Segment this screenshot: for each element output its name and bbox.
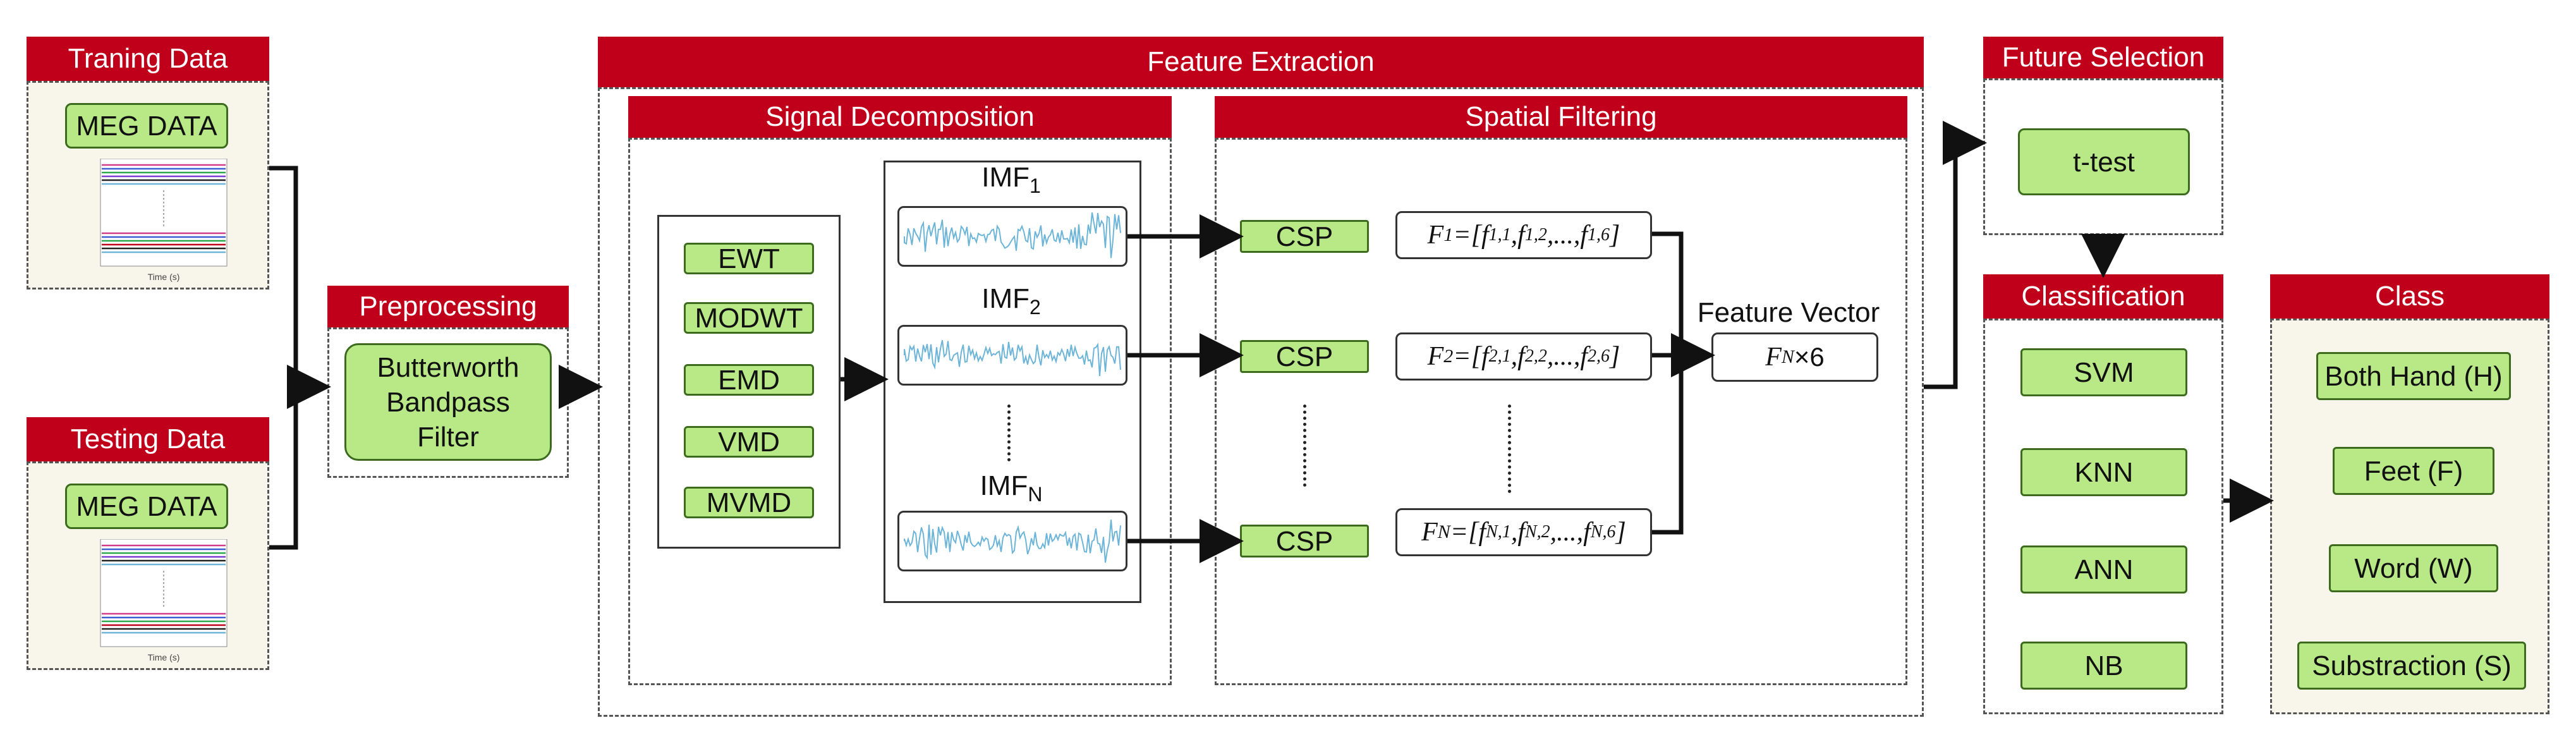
imf-2-label: IMF2 [981,283,1041,319]
imf-2-signal [897,325,1127,386]
imf-2-waveform [904,339,1121,376]
training-data-header: Traning Data [27,37,269,81]
class-substraction: Substraction (S) [2297,642,2526,690]
training-data-panel: MEG DATA Time (s) [27,81,269,289]
spatial-filtering-panel [1215,138,1907,685]
method-modwt: MODWT [684,302,814,334]
imf-ellipsis [1007,405,1011,461]
testing-data-panel: MEG DATA Time (s) [27,461,269,670]
classification-panel: SVM KNN ANN NB [1983,319,2223,714]
signal-decomposition-panel [628,138,1172,685]
feature-vector-label: Feature Vector [1697,297,1880,328]
method-vmd: VMD [684,426,814,458]
csp-ellipsis [1303,405,1306,487]
feature-ellipsis [1508,405,1511,493]
classifier-svm: SVM [2020,348,2187,396]
butterworth-filter-box: Butterworth Bandpass Filter [344,343,552,461]
classifier-knn: KNN [2020,448,2187,496]
t-test-box: t-test [2018,128,2190,195]
method-emd: EMD [684,364,814,396]
meg-traces-top [102,164,226,185]
training-meg-plot: Time (s) [100,159,228,282]
preprocessing-panel: Butterworth Bandpass Filter [327,327,569,478]
imf-n-signal [897,511,1127,571]
classifier-nb: NB [2020,642,2187,690]
signal-decomposition-header: Signal Decomposition [628,96,1172,138]
csp-1: CSP [1240,220,1369,253]
imf-1-signal [897,206,1127,267]
meg-traces-bottom [102,232,226,253]
testing-data-header: Testing Data [27,417,269,461]
csp-2: CSP [1240,340,1369,373]
classification-header: Classification [1983,274,2223,319]
method-mvmd: MVMD [684,487,814,518]
feature-selection-header: Future Selection [1983,37,2223,78]
training-connector [269,166,331,409]
eqn-connector [1652,355,1684,535]
training-meg-data-box: MEG DATA [65,103,228,149]
testing-connector [269,387,298,550]
feature-extraction-header: Feature Extraction [598,37,1924,87]
class-panel: Both Hand (H) Feet (F) Word (W) Substrac… [2270,319,2549,714]
spatial-filtering-header: Spatial Filtering [1215,96,1907,138]
csp-n: CSP [1240,525,1369,557]
class-header: Class [2270,274,2549,319]
imf-1-label: IMF1 [981,162,1041,197]
class-both-hand: Both Hand (H) [2316,352,2511,400]
testing-meg-data-box: MEG DATA [65,484,228,529]
eq1-connector [1652,231,1684,355]
preprocessing-header: Preprocessing [327,286,569,327]
imf-n-waveform [904,520,1121,563]
classifier-ann: ANN [2020,545,2187,594]
meg-axis-label: Time (s) [148,272,180,282]
imf-1-waveform [904,212,1121,259]
class-feet: Feet (F) [2333,447,2494,495]
testing-meg-plot: Time (s) [100,539,228,662]
imf-n-label: IMFN [980,470,1043,506]
meg-axis-label: Time (s) [148,652,180,662]
method-ewt: EWT [684,243,814,274]
class-word: Word (W) [2329,544,2498,592]
feature-to-selection-arrow [1924,121,1987,389]
